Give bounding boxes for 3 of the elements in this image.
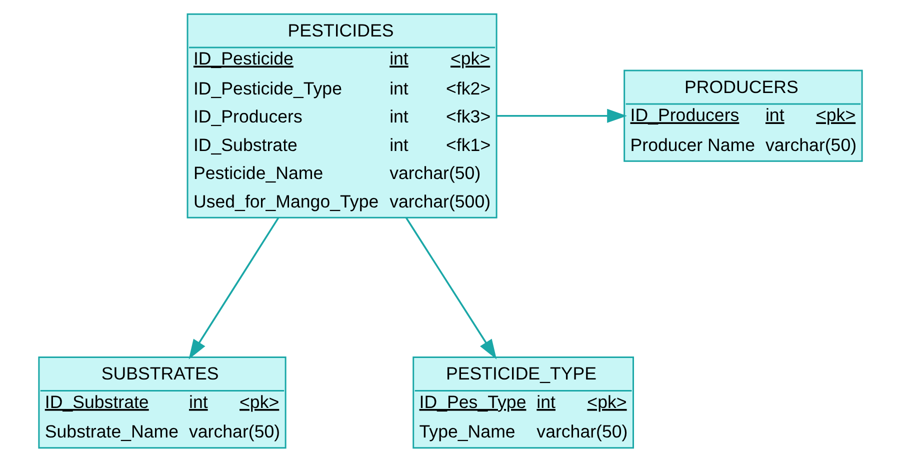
arrow <box>405 217 497 360</box>
arrow <box>496 108 628 123</box>
arrow <box>188 217 280 360</box>
